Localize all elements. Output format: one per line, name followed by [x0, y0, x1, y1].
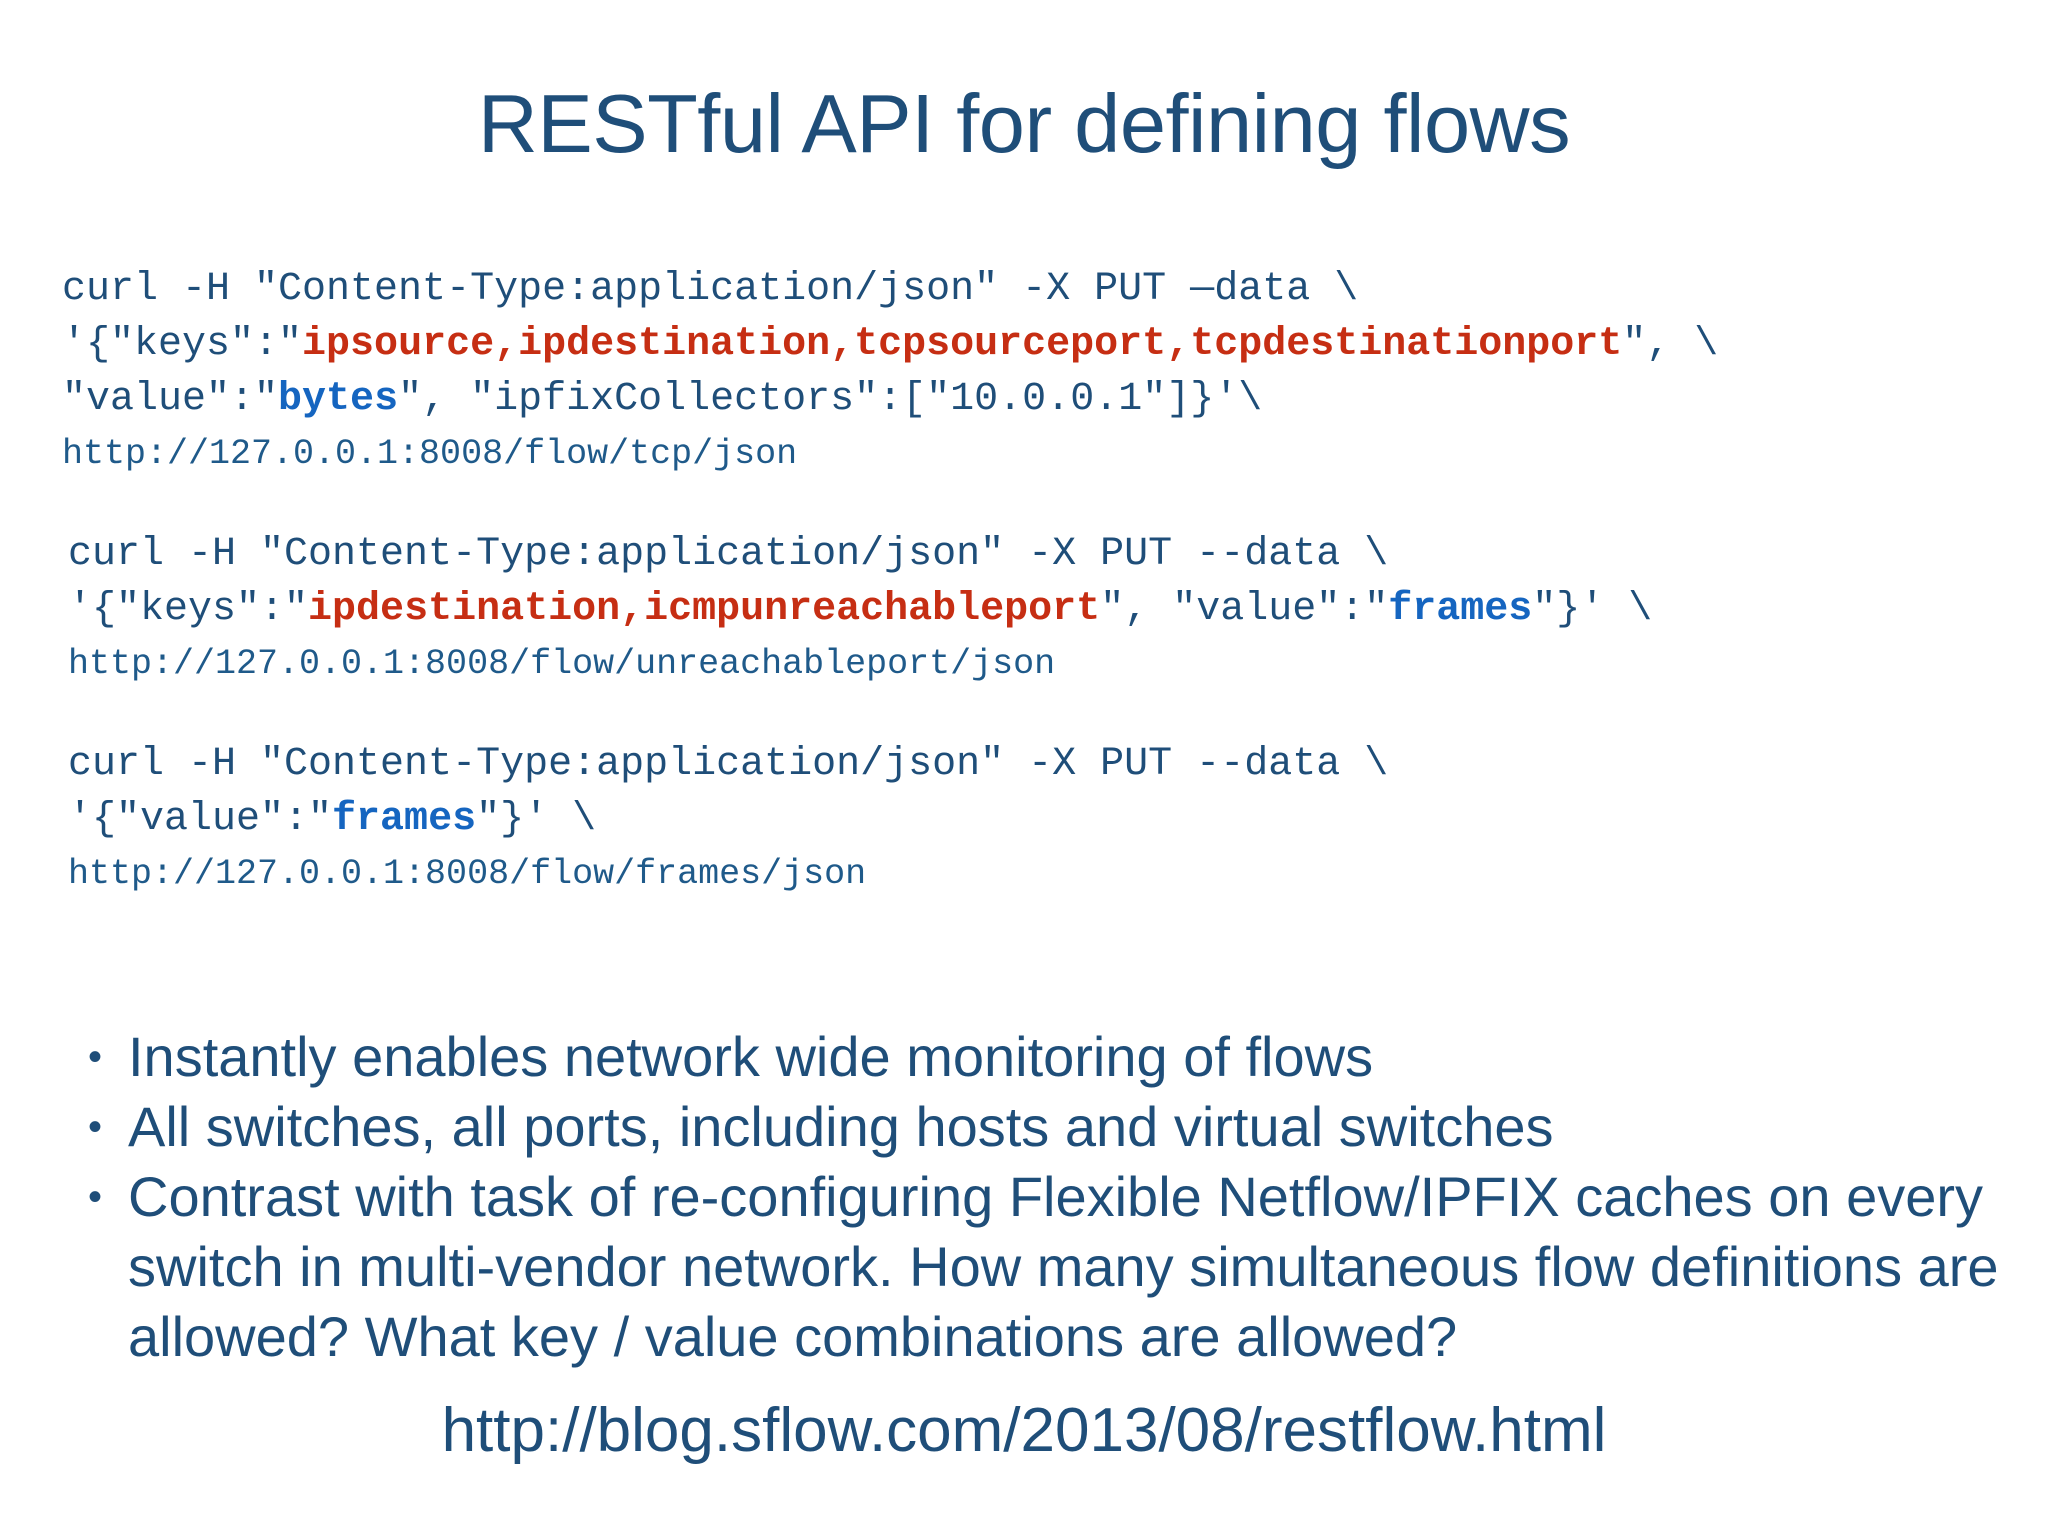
- code-block-flow-unreachableport: curl -H "Content-Type:application/json" …: [62, 527, 2002, 691]
- code-text: curl -H "Content-Type:application/json" …: [68, 742, 1389, 787]
- code-url-line: http://127.0.0.1:8008/flow/unreachablepo…: [62, 637, 2002, 691]
- page-title: RESTful API for defining flows: [477, 77, 1571, 170]
- code-command-line: curl -H "Content-Type:application/json" …: [62, 262, 2002, 317]
- list-item: • All switches, all ports, including host…: [62, 1092, 2022, 1162]
- flow-key-tokens: ipsource,ipdestination,tcpsourceport,tcp…: [302, 322, 1623, 367]
- code-command-line: "value":"bytes", "ipfixCollectors":["10.…: [62, 372, 2002, 427]
- list-item-text: All switches, all ports, including hosts…: [128, 1095, 1554, 1158]
- bullet-dot-icon: •: [87, 1035, 102, 1079]
- flow-value-token: frames: [332, 797, 477, 842]
- list-item: • Instantly enables network wide monitori…: [62, 1022, 2022, 1092]
- code-text: "value":": [62, 377, 279, 422]
- bullet-dot-icon: •: [87, 1175, 102, 1219]
- flow-value-token: bytes: [278, 377, 399, 422]
- bullet-list: • Instantly enables network wide monitori…: [62, 1022, 2022, 1372]
- code-examples-region: curl -H "Content-Type:application/json" …: [62, 262, 2002, 901]
- code-text: '{"keys":": [68, 587, 309, 632]
- code-text: '{"value":": [68, 797, 333, 842]
- code-text: http://127.0.0.1:8008/flow/unreachablepo…: [68, 644, 1056, 684]
- code-text: '{"keys":": [62, 322, 303, 367]
- code-text: curl -H "Content-Type:application/json" …: [68, 532, 1389, 577]
- code-block-flow-frames: curl -H "Content-Type:application/json" …: [62, 737, 2002, 901]
- code-text: ", \: [1622, 322, 1719, 367]
- code-command-line: '{"keys":"ipdestination,icmpunreachablep…: [62, 582, 2002, 637]
- code-url-line: http://127.0.0.1:8008/flow/tcp/json: [62, 427, 2002, 481]
- code-command-line: curl -H "Content-Type:application/json" …: [62, 737, 2002, 792]
- code-text: http://127.0.0.1:8008/flow/tcp/json: [62, 434, 798, 474]
- code-command-line: '{"value":"frames"}' \: [62, 792, 2002, 847]
- bullet-dot-icon: •: [87, 1105, 102, 1149]
- list-item-text: Instantly enables network wide monitorin…: [128, 1025, 1374, 1088]
- flow-key-tokens: ipdestination,icmpunreachableport: [308, 587, 1101, 632]
- list-item: • Contrast with task of re-configuring Fl…: [62, 1162, 2022, 1372]
- code-text: ", "value":": [1100, 587, 1389, 632]
- list-item-text: Contrast with task of re-configuring Fle…: [128, 1165, 1999, 1368]
- code-command-line: '{"keys":"ipsource,ipdestination,tcpsour…: [62, 317, 2002, 372]
- code-url-line: http://127.0.0.1:8008/flow/frames/json: [62, 847, 2002, 901]
- blog-url-link[interactable]: http://blog.sflow.com/2013/08/restflow.h…: [441, 1396, 1607, 1465]
- code-text: curl -H "Content-Type:application/json" …: [62, 267, 1359, 312]
- code-text: "}' \: [1532, 587, 1653, 632]
- code-text: ", "ipfixCollectors":["10.0.0.1"]}'\: [398, 377, 1263, 422]
- code-block-flow-tcp: curl -H "Content-Type:application/json" …: [62, 262, 2002, 481]
- flow-value-token: frames: [1388, 587, 1533, 632]
- code-text: "}' \: [476, 797, 597, 842]
- code-command-line: curl -H "Content-Type:application/json" …: [62, 527, 2002, 582]
- code-text: http://127.0.0.1:8008/flow/frames/json: [68, 854, 867, 894]
